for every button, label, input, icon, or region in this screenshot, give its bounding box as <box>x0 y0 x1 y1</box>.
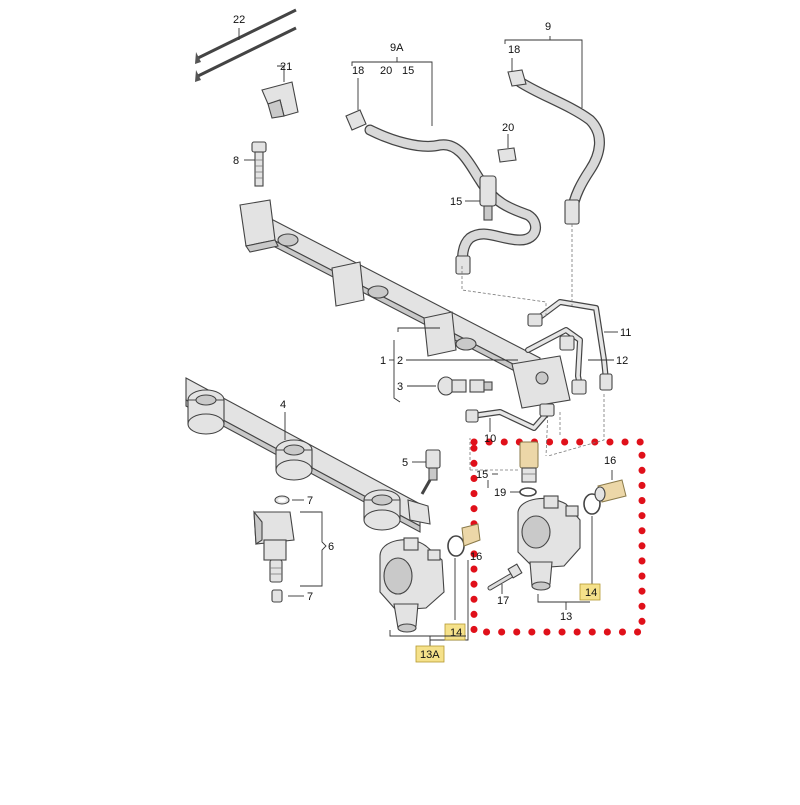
callout-20b: 20 <box>502 122 514 134</box>
label-box-13a <box>415 645 445 663</box>
callout-14b: 14 <box>585 587 597 599</box>
callout-17: 17 <box>497 595 509 607</box>
callout-18b: 18 <box>508 44 520 56</box>
bolt-8 <box>251 141 267 187</box>
callout-9a: 9A <box>390 42 404 54</box>
leader-1-top <box>397 327 440 332</box>
callout-10: 10 <box>484 433 496 445</box>
roller-tappet-16-left <box>461 523 481 547</box>
o-ring-7-top <box>274 495 290 505</box>
callout-15c: 15 <box>476 469 488 481</box>
callout-7b: 7 <box>307 591 313 603</box>
injector-6 <box>253 510 295 583</box>
callout-13: 13 <box>560 611 572 623</box>
hose-9a <box>345 109 541 275</box>
gasket-14-right <box>583 493 601 515</box>
bolt-17 <box>487 563 523 591</box>
pressure-sensor-3 <box>437 376 467 396</box>
leader-9a-bracket <box>351 57 433 66</box>
high-pressure-pump-13a <box>379 537 445 633</box>
callout-3: 3 <box>397 381 403 393</box>
fuel-pipe-11 <box>527 299 613 391</box>
callout-5: 5 <box>402 457 408 469</box>
callout-11: 11 <box>620 327 631 339</box>
leader-16a <box>430 560 469 641</box>
callout-15a: 15 <box>402 65 414 77</box>
dash-line-1 <box>461 266 547 318</box>
callout-1: 1 <box>380 355 386 367</box>
callout-19: 19 <box>494 487 506 499</box>
callout-15b: 15 <box>450 196 462 208</box>
sensor-5 <box>420 449 441 495</box>
callout-20a: 20 <box>380 65 392 77</box>
callout-14a: 14 <box>450 627 462 639</box>
fuel-pipe-10 <box>465 403 555 431</box>
leader-6-bracket <box>300 511 327 587</box>
cable-tie-22 <box>195 8 297 82</box>
leader-13a-bracket <box>389 630 466 637</box>
o-ring-19 <box>519 487 537 497</box>
callout-8: 8 <box>233 155 239 167</box>
callout-9: 9 <box>545 21 551 33</box>
label-box-14b <box>579 583 601 601</box>
gasket-14-left <box>447 535 465 557</box>
clamp-20 <box>497 147 517 163</box>
callout-16a: 16 <box>470 551 482 563</box>
high-pressure-pump-13 <box>517 495 581 591</box>
callout-12: 12 <box>616 355 628 367</box>
fuel-pipe-12 <box>525 327 587 395</box>
leader-9-bracket <box>504 36 583 44</box>
hose-9 <box>507 69 605 225</box>
bracket-21 <box>261 81 299 119</box>
check-valve-15 <box>479 175 497 221</box>
seal-7-bottom <box>271 589 283 603</box>
pressure-sensor-15 <box>519 441 539 483</box>
leader-13-bracket <box>537 594 590 603</box>
callout-2: 2 <box>397 355 403 367</box>
leader-21 <box>277 65 285 82</box>
callout-13a: 13A <box>420 649 440 661</box>
callout-18a: 18 <box>352 65 364 77</box>
callout-4: 4 <box>280 399 286 411</box>
callout-16b: 16 <box>604 455 616 467</box>
dash-line-5 <box>469 438 520 471</box>
leader-1-bracket <box>393 340 401 403</box>
roller-tappet-16-right <box>594 479 627 503</box>
callout-7a: 7 <box>307 495 313 507</box>
fuel-rail-1 <box>239 199 571 409</box>
callout-22: 22 <box>233 14 245 26</box>
union-fitting <box>469 379 493 393</box>
dash-line-4 <box>545 409 549 457</box>
fuel-rail-4 <box>185 377 431 533</box>
callout-6: 6 <box>328 541 334 553</box>
dash-line-3 <box>547 394 605 457</box>
callout-21: 21 <box>280 61 292 73</box>
